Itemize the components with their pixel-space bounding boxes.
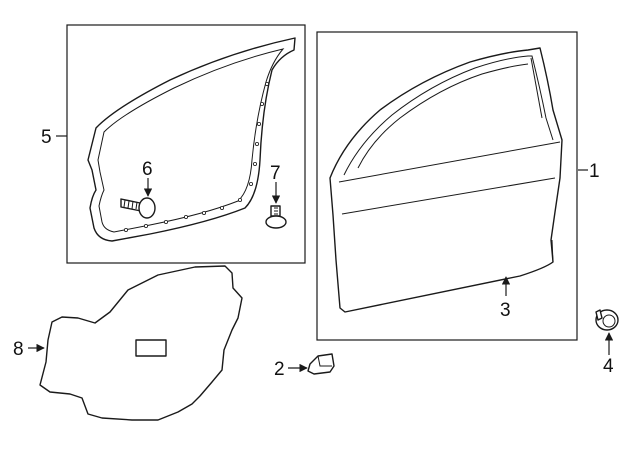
callout-4: 4 <box>603 356 614 377</box>
callout-3: 3 <box>500 300 511 321</box>
callout-6: 6 <box>142 159 153 180</box>
callout-7: 7 <box>270 163 281 184</box>
callout-8: 8 <box>13 339 24 360</box>
door-shell-part <box>329 47 563 313</box>
leader-lines <box>28 135 614 373</box>
weatherstrip-part <box>87 37 296 242</box>
push-clip-part <box>265 205 287 229</box>
door-group-frame <box>316 31 578 341</box>
watershield-part <box>39 265 243 421</box>
callout-2: 2 <box>274 359 285 380</box>
grommet-part <box>595 309 619 331</box>
label-rectangle <box>135 339 167 357</box>
clip-part <box>120 197 156 219</box>
weatherstrip-group-frame <box>66 24 306 264</box>
bracket-part <box>307 353 335 375</box>
callout-1: 1 <box>589 161 600 182</box>
callout-5: 5 <box>41 127 52 148</box>
